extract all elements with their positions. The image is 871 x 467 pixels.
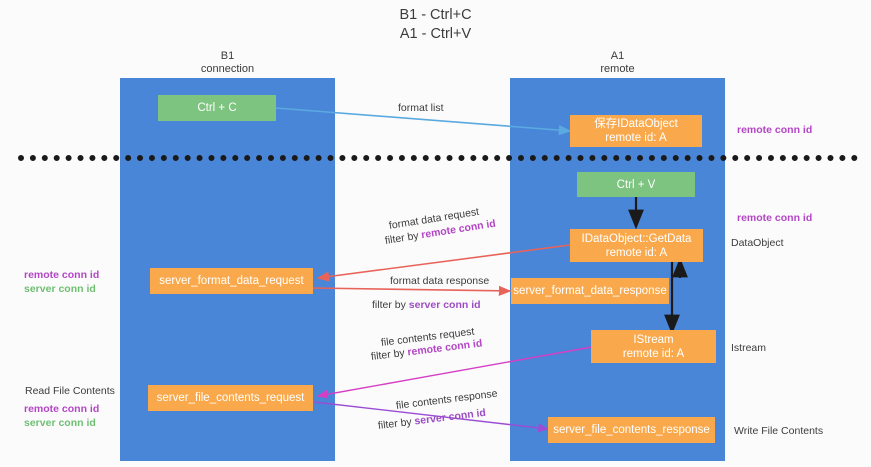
annotation-read-file-contents: Read File Contents xyxy=(25,385,115,397)
annotation-dataobject: DataObject xyxy=(731,237,784,249)
column-header-a1: A1 remote xyxy=(600,50,635,75)
node-save-dataobject[interactable]: 保存IDataObject remote id: A xyxy=(570,115,702,147)
node-server-file-contents-request[interactable]: server_file_contents_request xyxy=(148,385,313,411)
annotation-right-remote-conn-id-top: remote conn id xyxy=(737,124,813,136)
filter-key-server-conn-id: server conn id xyxy=(408,299,481,311)
node-idataobject-getdata[interactable]: IDataObject::GetData remote id: A xyxy=(570,229,703,262)
annotation-left-remote-conn-id-2: remote conn id xyxy=(24,403,100,415)
annotation-left-server-conn-id-2: server conn id xyxy=(24,417,96,429)
annotation-istream: Istream xyxy=(731,342,767,354)
annotation-right-remote-conn-id-mid: remote conn id xyxy=(737,212,813,224)
node-istream[interactable]: IStream remote id: A xyxy=(591,330,716,363)
edge-label-format-list: format list xyxy=(398,102,444,114)
edge-label-file-contents-response-filter: filter by server conn id xyxy=(377,406,486,433)
edge-label-format-data-response: format data response xyxy=(390,275,490,287)
node-server-format-data-response[interactable]: server_format_data_response xyxy=(511,278,669,304)
annotation-left-server-conn-id: server conn id xyxy=(24,283,96,295)
node-ctrl-v[interactable]: Ctrl + V xyxy=(577,172,695,197)
filter-prefix: filter by xyxy=(377,415,416,432)
annotation-left-remote-conn-id: remote conn id xyxy=(24,269,100,281)
filter-prefix: filter by xyxy=(370,346,409,363)
filter-key-server-conn-id: server conn id xyxy=(413,406,487,428)
column-header-b1: B1 connection xyxy=(200,50,255,75)
edge-label-format-data-response-filter: filter by server conn id xyxy=(372,298,481,312)
filter-prefix: filter by xyxy=(372,299,409,311)
diagram-title: B1 - Ctrl+C A1 - Ctrl+V xyxy=(399,7,472,42)
node-ctrl-c[interactable]: Ctrl + C xyxy=(158,95,276,121)
phase-separator xyxy=(18,155,858,161)
arrow-format-data-response xyxy=(311,285,512,296)
node-server-format-data-request[interactable]: server_format_data_request xyxy=(150,268,313,294)
node-server-file-contents-response[interactable]: server_file_contents_response xyxy=(548,417,715,443)
annotation-write-file-contents: Write File Contents xyxy=(734,425,824,437)
